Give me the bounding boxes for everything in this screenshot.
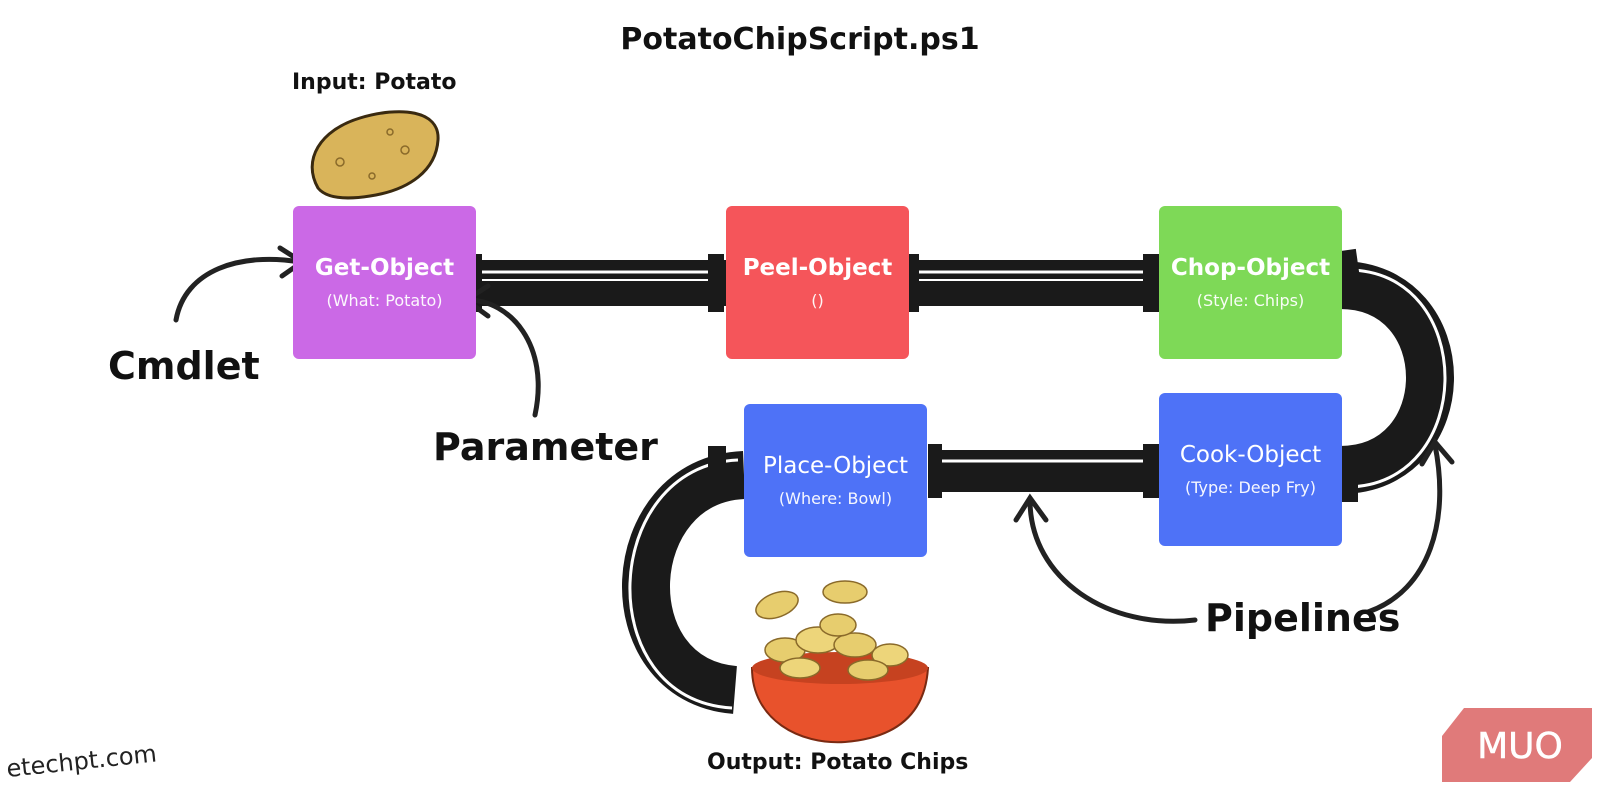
node-param: () bbox=[811, 290, 824, 310]
pipelines-arrow-right bbox=[1365, 437, 1455, 615]
pipe-place-output bbox=[622, 446, 747, 714]
node-chop-object: Chop-Object (Style: Chips) bbox=[1159, 206, 1342, 359]
node-param: (Where: Bowl) bbox=[778, 488, 893, 508]
node-param: (What: Potato) bbox=[326, 290, 443, 310]
cmdlet-arrow bbox=[173, 245, 307, 323]
pipe-cook-place bbox=[928, 444, 1161, 498]
node-get-object: Get-Object (What: Potato) bbox=[293, 206, 476, 359]
node-name: Peel-Object bbox=[742, 255, 893, 282]
callout-cmdlet: Cmdlet bbox=[108, 344, 260, 388]
pipe-get-peel bbox=[468, 254, 728, 312]
pipe-peel-chop bbox=[905, 254, 1161, 312]
callout-parameter: Parameter bbox=[433, 425, 658, 469]
input-label: Input: Potato bbox=[292, 70, 457, 95]
node-name: Get-Object bbox=[314, 255, 455, 282]
node-cook-object: Cook-Object (Type: Deep Fry) bbox=[1159, 393, 1342, 546]
pipe-chop-cook bbox=[1337, 248, 1454, 502]
diagram-title: PotatoChipScript.ps1 bbox=[620, 22, 980, 57]
node-param: (Style: Chips) bbox=[1196, 290, 1305, 310]
muo-logo-icon: MUO bbox=[1442, 708, 1592, 782]
node-name: Place-Object bbox=[763, 453, 908, 480]
node-name: Chop-Object bbox=[1170, 255, 1331, 282]
node-peel-object: Peel-Object () bbox=[726, 206, 909, 359]
node-param: (Type: Deep Fry) bbox=[1184, 477, 1317, 497]
svg-text:MUO: MUO bbox=[1477, 726, 1563, 767]
potato-icon bbox=[310, 110, 440, 200]
pipelines-arrow-left bbox=[1013, 493, 1198, 624]
chip-bowl-icon bbox=[750, 580, 930, 744]
output-label: Output: Potato Chips bbox=[707, 750, 969, 775]
callout-pipelines: Pipelines bbox=[1205, 596, 1401, 640]
node-place-object: Place-Object (Where: Bowl) bbox=[744, 404, 927, 557]
node-name: Cook-Object bbox=[1179, 442, 1322, 469]
